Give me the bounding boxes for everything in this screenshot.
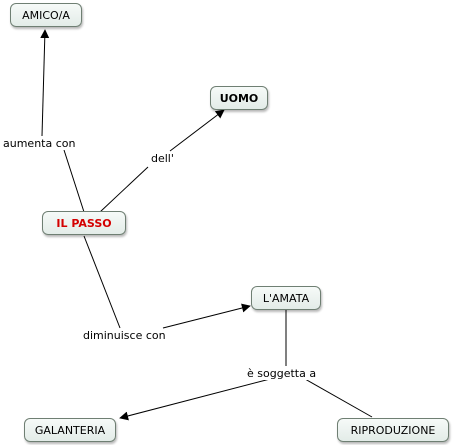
link-dell[interactable]: dell' — [150, 152, 175, 165]
connector-diminuisce-to-amata — [162, 303, 251, 329]
connector-passo-to-diminuisce — [83, 235, 121, 329]
connector-passo-to-dell — [99, 166, 149, 213]
link-soggetta[interactable]: è soggetta a — [246, 367, 318, 380]
connector-passo-to-aumenta — [63, 149, 85, 213]
connector-dell-to-uomo — [169, 109, 225, 152]
concept-galanteria[interactable]: GALANTERIA — [24, 418, 116, 442]
concept-amata[interactable]: L'AMATA — [251, 286, 321, 310]
concept-riproduzione[interactable]: RIPRODUZIONE — [337, 418, 449, 442]
concept-il-passo[interactable]: IL PASSO — [42, 211, 126, 235]
concept-amico[interactable]: AMICO/A — [10, 3, 82, 27]
connector-soggetta-to-riproduzione — [304, 378, 373, 418]
connector-aumenta-to-amico — [40, 29, 50, 137]
link-diminuisce-con[interactable]: diminuisce con — [82, 329, 167, 342]
link-aumenta-con[interactable]: aumenta con — [2, 137, 77, 150]
connector-soggetta-to-galanteria — [119, 378, 271, 421]
concept-uomo[interactable]: UOMO — [210, 86, 268, 110]
